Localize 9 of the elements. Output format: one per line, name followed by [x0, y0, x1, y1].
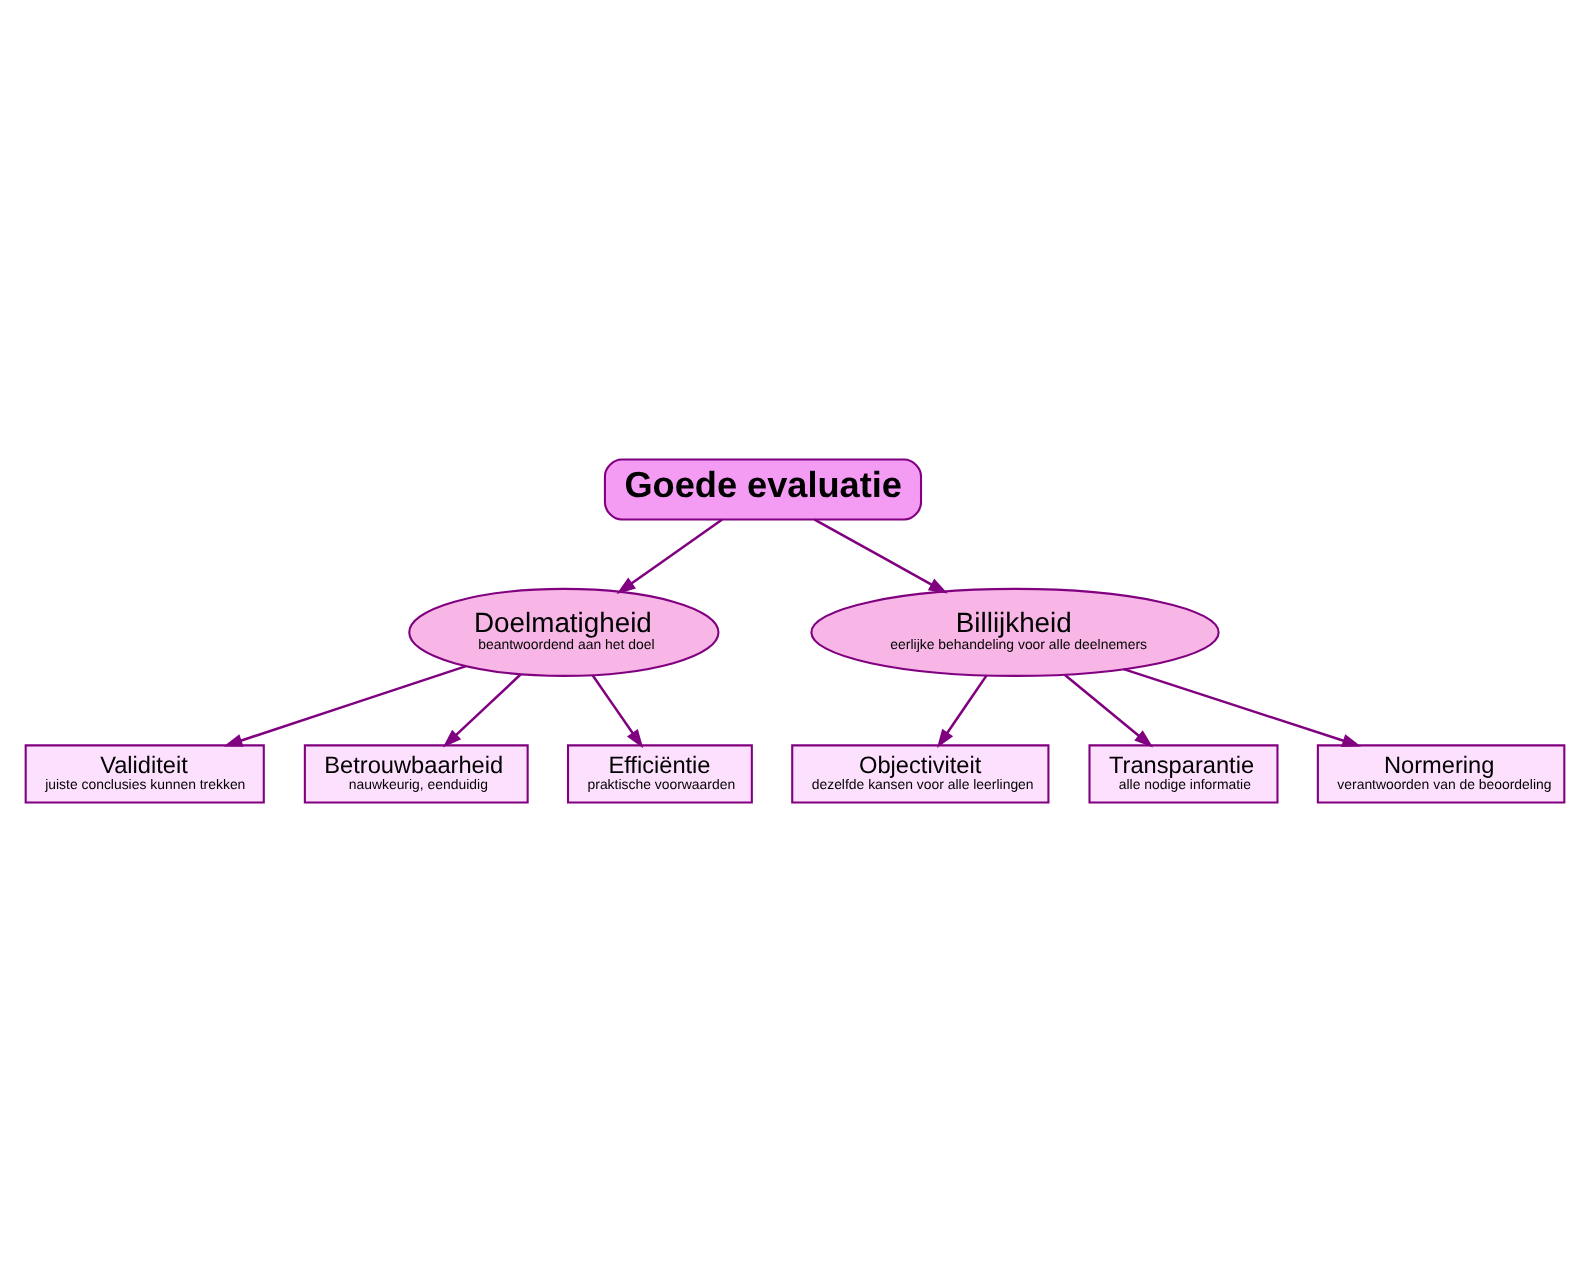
- arrow: [616, 518, 723, 594]
- arrow: [813, 518, 948, 594]
- arrow: [223, 664, 467, 747]
- arrow: [1123, 667, 1362, 747]
- arrow: [442, 673, 522, 748]
- arrow: [937, 674, 988, 749]
- node-box: Goede evaluatie: [603, 458, 923, 521]
- arrow: [591, 674, 644, 749]
- arrow: [1063, 673, 1154, 748]
